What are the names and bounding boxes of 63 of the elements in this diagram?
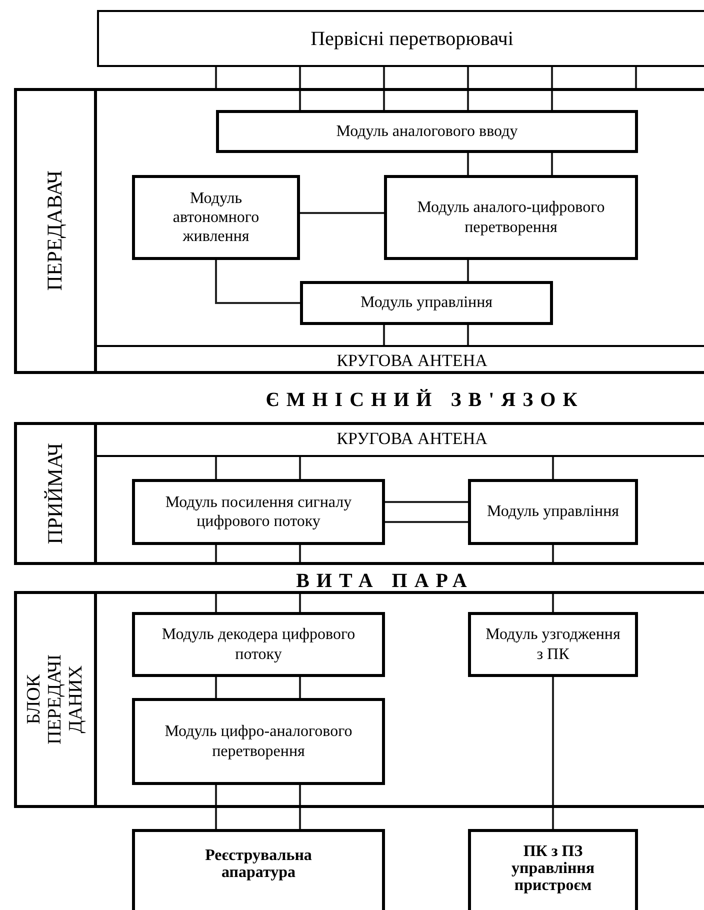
connector-line	[215, 677, 217, 698]
connector-line	[215, 260, 300, 304]
link-label: ЄМНІСНИЙ ЗВ'ЯЗОК	[264, 388, 586, 413]
block-title: ПРИЙМАЧ	[44, 442, 68, 544]
device-box	[132, 829, 385, 910]
box-label: Модуль управління	[360, 293, 492, 313]
connector-line	[467, 153, 469, 175]
block-title: ПЕРЕДАВАЧ	[44, 170, 68, 292]
connector-line	[552, 545, 554, 565]
connector-line	[299, 785, 301, 829]
box-label: Модуль аналого-цифрового перетворення	[416, 198, 606, 237]
module-box	[300, 281, 553, 325]
connector-line	[215, 545, 217, 565]
connector-line	[551, 67, 553, 110]
connector-line	[467, 325, 469, 345]
connector-line	[300, 212, 384, 214]
connector-line	[551, 153, 553, 175]
module-box	[132, 175, 300, 260]
box-label: Модуль посилення сигналу цифрового потоку	[164, 492, 353, 532]
module-box	[384, 175, 638, 260]
process-box	[97, 10, 704, 67]
connector-line	[383, 67, 385, 110]
connector-line	[215, 457, 217, 479]
connector-line	[299, 545, 301, 565]
connector-line	[467, 67, 469, 110]
connector-line	[552, 591, 554, 612]
connector-line	[215, 67, 217, 88]
module-box	[216, 110, 638, 153]
connector-line	[385, 521, 468, 523]
module-box	[468, 479, 638, 545]
connector-line	[383, 325, 385, 345]
connector-line	[552, 457, 554, 479]
box-label: ПК з ПЗ управління пристроєм	[510, 844, 596, 894]
link-label: ВИТА ПАРА	[295, 569, 475, 594]
connector-line	[299, 67, 301, 110]
box-label: Модуль автономного живлення	[172, 188, 260, 246]
connector-line	[635, 67, 637, 88]
connector-line	[385, 501, 468, 503]
box-label: КРУГОВА АНТЕНА	[336, 428, 488, 450]
connector-line	[215, 785, 217, 829]
box-label: Модуль управління	[486, 502, 619, 522]
box-label: Модуль цифро-аналогового перетворення	[164, 722, 354, 761]
module-box	[468, 612, 638, 677]
module-box	[132, 698, 385, 785]
connector-line	[215, 591, 217, 612]
block-frame	[14, 422, 704, 565]
connector-line	[467, 260, 469, 281]
block-frame	[14, 88, 704, 374]
box-label: Модуль аналогового вводу	[336, 122, 518, 142]
box-label: Первісні перетворювачі	[310, 26, 514, 52]
connector-line	[299, 457, 301, 479]
device-box	[468, 829, 638, 910]
connector-line	[299, 677, 301, 698]
box-label: Модуль декодера цифрового потоку	[160, 625, 356, 664]
connector-line	[552, 677, 554, 829]
module-box	[132, 612, 385, 677]
box-label: Реєструвальна апаратура	[204, 848, 313, 882]
module-box	[132, 479, 385, 545]
box-label: КРУГОВА АНТЕНА	[336, 350, 488, 372]
box-label: Модуль узгодження з ПК	[484, 625, 622, 664]
block-title: БЛОК ПЕРЕДАЧІ ДАНИХ	[24, 654, 87, 744]
block-frame	[14, 591, 704, 808]
connector-line	[299, 591, 301, 612]
